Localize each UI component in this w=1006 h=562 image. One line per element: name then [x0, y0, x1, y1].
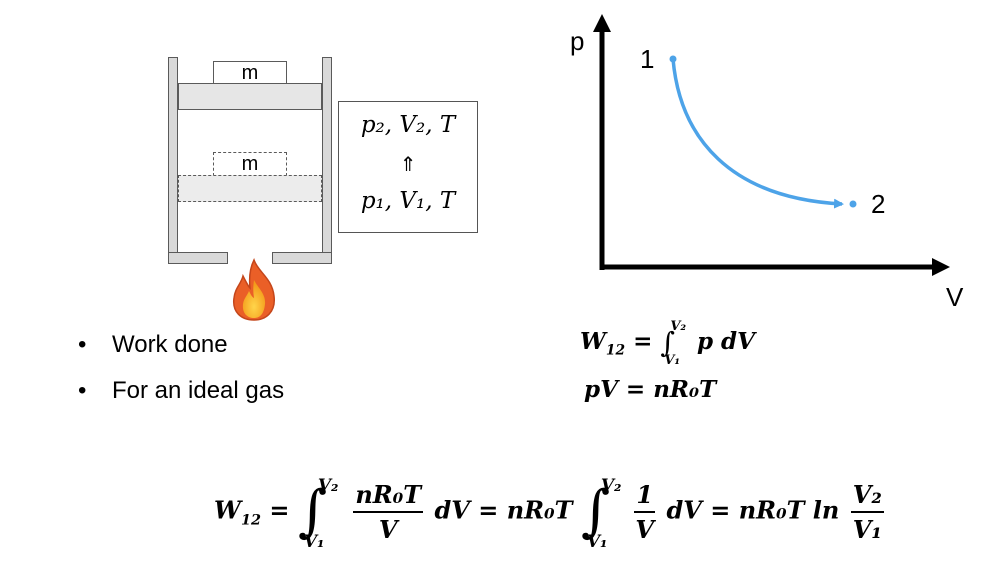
cylinder-base-left	[168, 252, 228, 264]
final-integral-1: ∫ V₂ V₁	[297, 476, 339, 552]
final-state: p₂, V₂, T	[360, 112, 456, 138]
bullet-dot-icon: •	[78, 331, 87, 358]
point-2-label: 2	[871, 189, 886, 219]
work-equation: W12 = ∫ V₂ V₁ p dV	[580, 318, 755, 368]
final-lhs-sub: 12	[240, 511, 261, 529]
work-lower-limit: V₁	[664, 352, 681, 368]
point-1-label: 1	[640, 44, 655, 74]
cylinder-base-right	[272, 252, 332, 264]
isotherm-curve	[671, 58, 844, 209]
fraction-nr0t-over-v: nR₀T V	[353, 480, 424, 544]
mass-top-label: m	[241, 62, 259, 84]
point-2-marker	[849, 200, 857, 208]
piston-final	[178, 83, 322, 110]
final-lower-limit-2: V₁	[586, 532, 608, 552]
y-axis-label: p	[570, 26, 585, 56]
ideal-gas-equation: pV = nR₀T	[584, 376, 717, 403]
cylinder-left-wall	[168, 57, 178, 264]
frac2-numerator: 1	[634, 480, 656, 513]
bullet-dot-icon: •	[78, 377, 87, 404]
work-integral: ∫ V₂ V₁	[660, 318, 687, 368]
fire-icon	[233, 258, 275, 321]
bullet-text: Work done	[112, 331, 228, 358]
work-lhs-sub: 12	[605, 342, 626, 359]
final-mid-coefficient: nR₀T	[506, 495, 573, 525]
mass-bottom: m	[213, 152, 287, 176]
work-integrand: p dV	[696, 328, 755, 355]
fraction-v2-over-v1: V₂ V₁	[850, 480, 884, 544]
frac1-denominator: V	[378, 515, 398, 544]
x-axis-label: V	[946, 282, 964, 312]
piston-initial	[178, 175, 322, 202]
bullet-text: For an ideal gas	[112, 377, 285, 404]
frac3-numerator: V₂	[850, 480, 884, 513]
final-lhs: W	[214, 495, 241, 525]
initial-state: p₁, V₁, T	[360, 188, 456, 214]
process-arrow: ⇑	[399, 152, 417, 176]
work-lhs: W	[580, 328, 606, 355]
mass-top: m	[213, 61, 287, 85]
final-dv-2: dV	[666, 495, 702, 525]
pv-diagram	[593, 14, 950, 276]
fraction-1-over-v: 1 V	[634, 480, 656, 544]
frac2-denominator: V	[635, 515, 655, 544]
mass-bottom-label: m	[241, 153, 259, 175]
y-axis-arrow-icon	[593, 14, 611, 32]
x-axis-arrow-icon	[932, 258, 950, 276]
point-1-marker	[669, 55, 677, 63]
final-rhs-coefficient: nR₀T ln	[738, 495, 840, 525]
state-box: p₂, V₂, T ⇑ p₁, V₁, T	[338, 101, 478, 233]
final-lower-limit-1: V₁	[303, 532, 325, 552]
final-upper-limit-1: V₂	[317, 476, 339, 496]
final-dv-1: dV	[434, 495, 470, 525]
cylinder-right-wall	[322, 57, 332, 264]
frac3-denominator: V₁	[852, 515, 882, 544]
frac1-numerator: nR₀T	[353, 480, 424, 513]
work-upper-limit: V₂	[670, 318, 687, 334]
final-work-equation: W12 = ∫ V₂ V₁ nR₀T V dV = nR₀T ∫ V₂ V₁ 1…	[214, 476, 884, 552]
final-upper-limit-2: V₂	[600, 476, 622, 496]
final-integral-2: ∫ V₂ V₁	[580, 476, 622, 552]
